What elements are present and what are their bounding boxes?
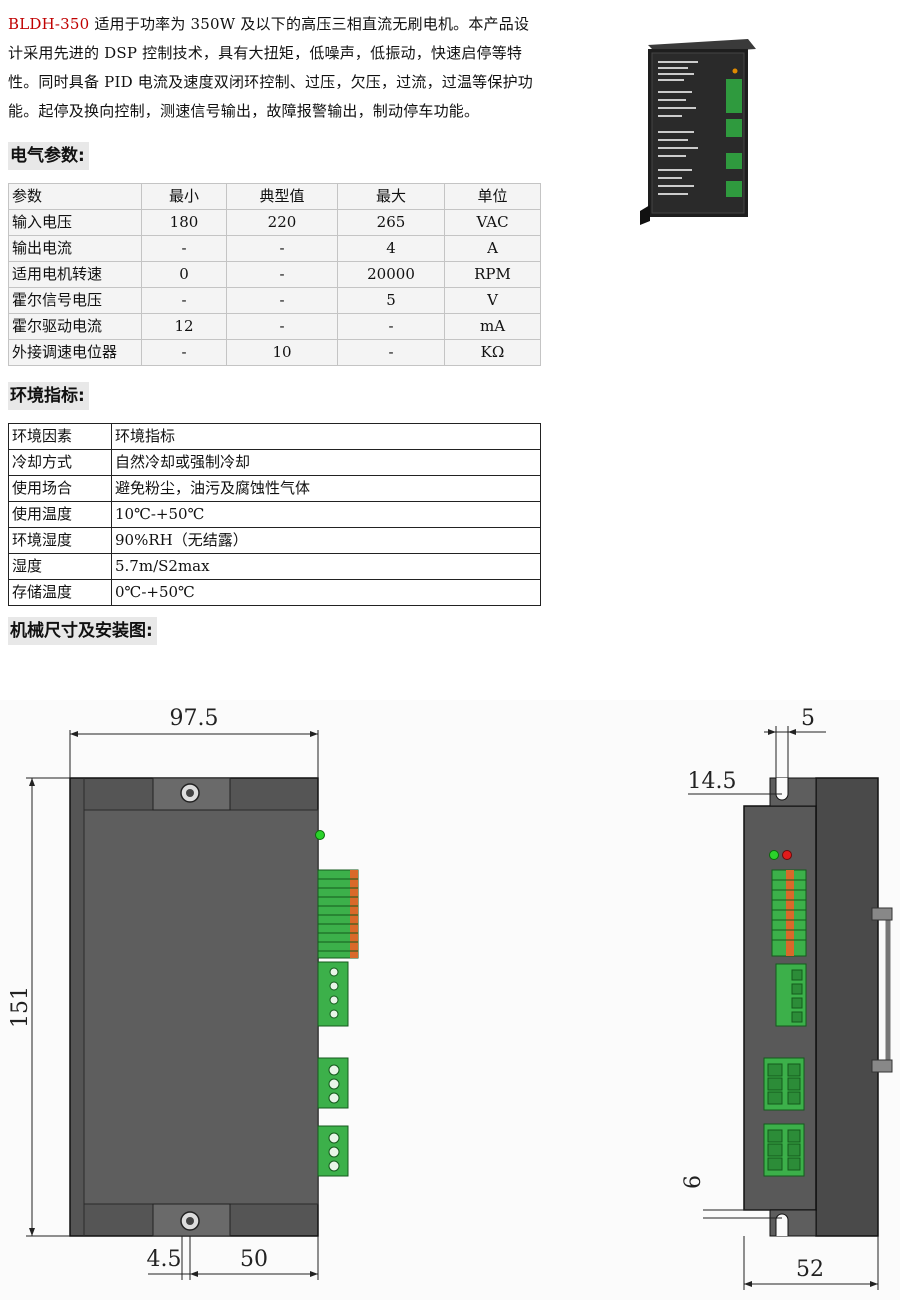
- product-description: BLDH-350 适用于功率为 350W 及以下的高压三相直流无刷电机。本产品设…: [8, 10, 543, 126]
- table-cell: -: [337, 339, 445, 366]
- side-view: [743, 777, 893, 1237]
- description-text: 适用于功率为 350W 及以下的高压三相直流无刷电机。本产品设计采用先进的 DS…: [8, 15, 533, 120]
- side-terminal-block-2: [775, 963, 807, 1027]
- table-cell: 20000: [337, 261, 445, 288]
- table-cell: A: [444, 235, 541, 262]
- table-cell: 外接调速电位器: [8, 339, 142, 366]
- table-cell: 自然冷却或强制冷却: [111, 449, 541, 476]
- table-cell: RPM: [444, 261, 541, 288]
- front-terminal-block-2: [317, 961, 349, 1027]
- electrical-heading: 电气参数:: [8, 142, 89, 170]
- table-cell: -: [337, 313, 445, 340]
- table-cell: 265: [337, 209, 445, 236]
- table-row: 参数 最小 典型值 最大 单位: [8, 183, 541, 210]
- dim-hole-spacing: 50: [240, 1247, 268, 1272]
- table-cell: 5.7m/S2max: [111, 553, 541, 580]
- table-cell: 180: [141, 209, 227, 236]
- table-row: 外接调速电位器 - 10 - KΩ: [8, 339, 541, 366]
- table-cell: 最大: [337, 183, 445, 210]
- table-cell: mA: [444, 313, 541, 340]
- table-cell: 环境因素: [8, 423, 112, 450]
- table-cell: -: [141, 287, 227, 314]
- dim-hole-offset: 4.5: [147, 1247, 182, 1272]
- model-name: BLDH-350: [8, 15, 90, 33]
- table-cell: 12: [141, 313, 227, 340]
- dim-height: 151: [8, 986, 33, 1028]
- table-row: 环境因素 环境指标: [8, 423, 541, 450]
- product-photo: [640, 39, 756, 225]
- side-terminal-block-4: [763, 1123, 805, 1177]
- table-cell: V: [444, 287, 541, 314]
- table-cell: 10℃-+50℃: [111, 501, 541, 528]
- table-cell: 避免粉尘，油污及腐蚀性气体: [111, 475, 541, 502]
- table-cell: 10: [226, 339, 338, 366]
- table-cell: 输出电流: [8, 235, 142, 262]
- table-cell: 典型值: [226, 183, 338, 210]
- table-row: 使用温度 10℃-+50℃: [8, 501, 541, 528]
- table-cell: 使用场合: [8, 475, 112, 502]
- table-row: 霍尔驱动电流 12 - - mA: [8, 313, 541, 340]
- table-cell: 使用温度: [8, 501, 112, 528]
- environment-heading: 环境指标:: [8, 382, 89, 410]
- table-row: 使用场合 避免粉尘，油污及腐蚀性气体: [8, 475, 541, 502]
- table-cell: 输入电压: [8, 209, 142, 236]
- dim-width: 97.5: [170, 706, 219, 731]
- electrical-params-table: 参数 最小 典型值 最大 单位 输入电压 180 220 265 VAC 输出电…: [8, 183, 541, 366]
- front-terminal-block-3: [317, 1057, 349, 1109]
- mechanical-heading: 机械尺寸及安装图:: [8, 617, 157, 645]
- table-cell: 参数: [8, 183, 142, 210]
- environment-table: 环境因素 环境指标 冷却方式 自然冷却或强制冷却 使用场合 避免粉尘，油污及腐蚀…: [8, 423, 541, 606]
- table-cell: 冷却方式: [8, 449, 112, 476]
- table-cell: 单位: [444, 183, 541, 210]
- table-cell: 0: [141, 261, 227, 288]
- table-row: 环境湿度 90%RH（无结露）: [8, 527, 541, 554]
- table-row: 冷却方式 自然冷却或强制冷却: [8, 449, 541, 476]
- table-cell: 环境指标: [111, 423, 541, 450]
- table-cell: -: [226, 313, 338, 340]
- table-cell: 环境湿度: [8, 527, 112, 554]
- dim-side-slot: 5: [801, 706, 815, 731]
- table-row: 输出电流 - - 4 A: [8, 235, 541, 262]
- table-cell: 适用电机转速: [8, 261, 142, 288]
- table-cell: -: [141, 235, 227, 262]
- table-row: 适用电机转速 0 - 20000 RPM: [8, 261, 541, 288]
- dim-side-bottom: 6: [681, 1175, 706, 1189]
- table-cell: 220: [226, 209, 338, 236]
- front-view: [69, 777, 359, 1237]
- table-cell: -: [226, 261, 338, 288]
- dim-side-depth: 52: [796, 1257, 824, 1282]
- table-cell: 5: [337, 287, 445, 314]
- table-row: 输入电压 180 220 265 VAC: [8, 209, 541, 236]
- table-cell: 存储温度: [8, 579, 112, 606]
- front-terminal-block-1: [317, 869, 359, 959]
- table-cell: KΩ: [444, 339, 541, 366]
- table-row: 存储温度 0℃-+50℃: [8, 579, 541, 606]
- table-row: 霍尔信号电压 - - 5 V: [8, 287, 541, 314]
- front-terminal-block-4: [317, 1125, 349, 1177]
- dim-side-offset: 14.5: [688, 769, 737, 794]
- table-cell: 90%RH（无结露）: [111, 527, 541, 554]
- table-cell: 4: [337, 235, 445, 262]
- table-cell: -: [226, 287, 338, 314]
- table-cell: 0℃-+50℃: [111, 579, 541, 606]
- mechanical-drawing: 97.5 151 4.5 50: [0, 700, 900, 1300]
- table-cell: VAC: [444, 209, 541, 236]
- table-cell: -: [226, 235, 338, 262]
- table-cell: 霍尔信号电压: [8, 287, 142, 314]
- table-cell: -: [141, 339, 227, 366]
- table-cell: 最小: [141, 183, 227, 210]
- table-cell: 湿度: [8, 553, 112, 580]
- table-row: 湿度 5.7m/S2max: [8, 553, 541, 580]
- side-terminal-block-3: [763, 1057, 805, 1111]
- side-terminal-block-1: [771, 869, 807, 957]
- table-cell: 霍尔驱动电流: [8, 313, 142, 340]
